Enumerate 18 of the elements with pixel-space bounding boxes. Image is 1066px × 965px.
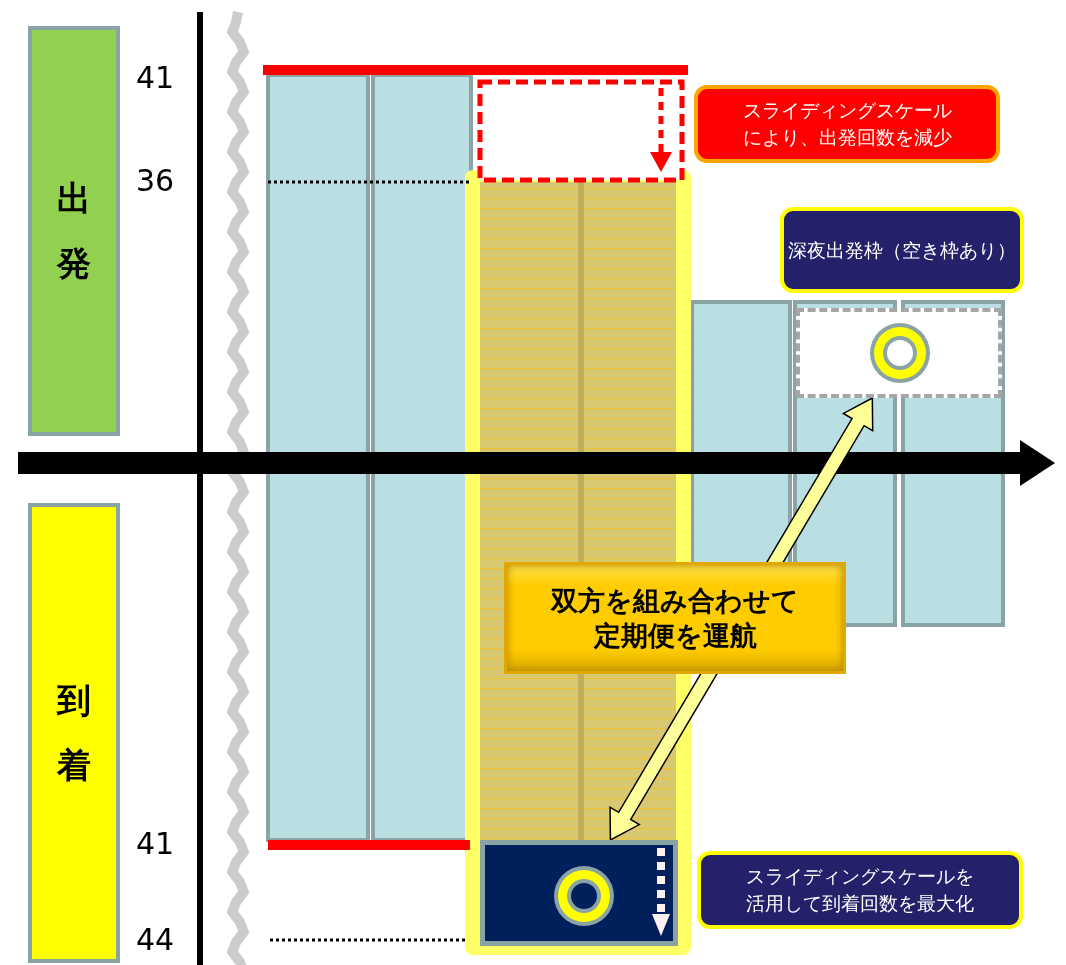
category-box <box>28 26 120 436</box>
axis-value: 36 <box>136 163 175 198</box>
callout-text: 深夜出発枠（空き枠あり） <box>788 237 1016 263</box>
category-label: 出発 <box>57 177 91 285</box>
summary-text: 双方を組み合わせて定期便を運航 <box>549 583 800 653</box>
axis-value: 44 <box>136 922 175 957</box>
slot-box <box>480 840 678 946</box>
highlight-box <box>504 562 846 674</box>
callout-box <box>694 85 1000 163</box>
callout-box <box>780 207 1024 293</box>
category-box <box>28 503 120 963</box>
callout-text: スライディングスケールにより、出発回数を減少 <box>741 98 953 150</box>
callout-box <box>697 851 1023 929</box>
empty-slot-box <box>796 308 1002 398</box>
axis-value: 41 <box>136 60 175 95</box>
axis-value: 41 <box>136 826 175 861</box>
callout-text: スライディングスケールを活用して到着回数を最大化 <box>745 864 975 916</box>
category-label: 到着 <box>57 679 91 787</box>
